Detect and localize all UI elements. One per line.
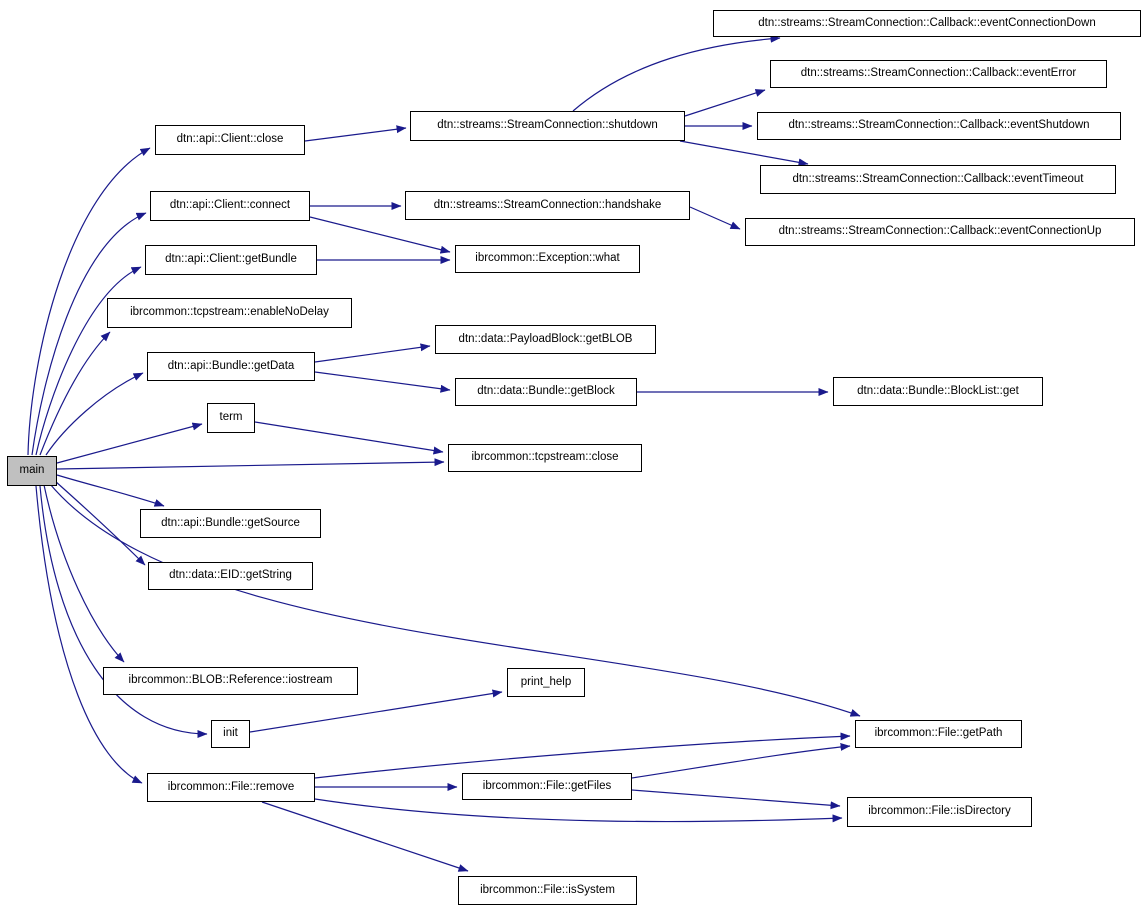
node-file_getfiles[interactable]: ibrcommon::File::getFiles	[462, 773, 632, 800]
node-bundle_getblock[interactable]: dtn::data::Bundle::getBlock	[455, 378, 637, 406]
node-eid_getstring[interactable]: dtn::data::EID::getString	[148, 562, 313, 590]
node-bundle_getdata[interactable]: dtn::api::Bundle::getData	[147, 352, 315, 381]
edge-file_getfiles-file_isdirectory	[631, 789, 841, 810]
edge-client_connect-exception_what	[309, 216, 451, 254]
node-blob_iostream[interactable]: ibrcommon::BLOB::Reference::iostream	[103, 667, 358, 695]
edge-file_getfiles-file_getpath	[631, 742, 851, 779]
edge-term-tcp_close	[254, 421, 444, 455]
node-payload_getblob[interactable]: dtn::data::PayloadBlock::getBLOB	[435, 325, 656, 354]
edge-bundle_getdata-payload_getblob	[314, 343, 431, 363]
node-init[interactable]: init	[211, 720, 250, 748]
node-tcp_close[interactable]: ibrcommon::tcpstream::close	[448, 444, 642, 472]
edge-main-client_getbundle	[35, 266, 142, 456]
edge-main-tcp_close	[56, 458, 445, 470]
edge-client_close-sc_shutdown	[304, 125, 407, 142]
node-exception_what[interactable]: ibrcommon::Exception::what	[455, 245, 640, 273]
node-ev_conn_up[interactable]: dtn::streams::StreamConnection::Callback…	[745, 218, 1135, 246]
node-ev_conn_down[interactable]: dtn::streams::StreamConnection::Callback…	[713, 10, 1141, 37]
node-file_issystem[interactable]: ibrcommon::File::isSystem	[458, 876, 637, 905]
node-bundle_getsource[interactable]: dtn::api::Bundle::getSource	[140, 509, 321, 538]
edge-main-bundle_getsource	[56, 474, 165, 507]
edge-file_remove-file_issystem	[261, 801, 469, 872]
node-main: main	[7, 456, 57, 486]
node-print_help[interactable]: print_help	[507, 668, 585, 697]
edge-file_remove-file_getpath	[314, 732, 851, 779]
node-ev_timeout[interactable]: dtn::streams::StreamConnection::Callback…	[760, 165, 1116, 194]
edge-main-blob_iostream	[43, 484, 125, 663]
edge-main-term	[56, 422, 203, 464]
node-client_getbundle[interactable]: dtn::api::Client::getBundle	[145, 245, 317, 275]
edge-sc_handshake-ev_conn_up	[689, 206, 741, 230]
node-ev_shutdown[interactable]: dtn::streams::StreamConnection::Callback…	[757, 112, 1121, 140]
node-client_connect[interactable]: dtn::api::Client::connect	[150, 191, 310, 221]
edge-main-file_getpath	[49, 483, 861, 717]
edge-main-file_remove	[35, 485, 143, 784]
edge-file_remove-file_isdirectory	[314, 798, 843, 823]
node-file_getpath[interactable]: ibrcommon::File::getPath	[855, 720, 1022, 748]
edge-main-enablenodelay	[39, 331, 111, 456]
node-ev_error[interactable]: dtn::streams::StreamConnection::Callback…	[770, 60, 1107, 88]
edge-main-client_connect	[31, 212, 147, 456]
node-sc_handshake[interactable]: dtn::streams::StreamConnection::handshak…	[405, 191, 690, 220]
node-client_close[interactable]: dtn::api::Client::close	[155, 125, 305, 155]
edge-main-bundle_getdata	[45, 372, 144, 456]
node-sc_shutdown[interactable]: dtn::streams::StreamConnection::shutdown	[410, 111, 685, 141]
edge-main-client_close	[27, 147, 151, 456]
node-file_isdirectory[interactable]: ibrcommon::File::isDirectory	[847, 797, 1032, 827]
node-term[interactable]: term	[207, 403, 255, 433]
edge-init-print_help	[249, 689, 503, 733]
edge-sc_shutdown-ev_conn_down	[572, 34, 781, 112]
edge-main-eid_getstring	[54, 480, 146, 566]
node-file_remove[interactable]: ibrcommon::File::remove	[147, 773, 315, 802]
edge-bundle_getdata-bundle_getblock	[314, 371, 451, 393]
edge-sc_shutdown-ev_error	[684, 89, 766, 117]
node-blocklist_get[interactable]: dtn::data::Bundle::BlockList::get	[833, 377, 1043, 406]
edge-main-init	[39, 485, 208, 738]
node-enablenodelay[interactable]: ibrcommon::tcpstream::enableNoDelay	[107, 298, 352, 328]
edge-sc_shutdown-ev_timeout	[679, 140, 809, 167]
